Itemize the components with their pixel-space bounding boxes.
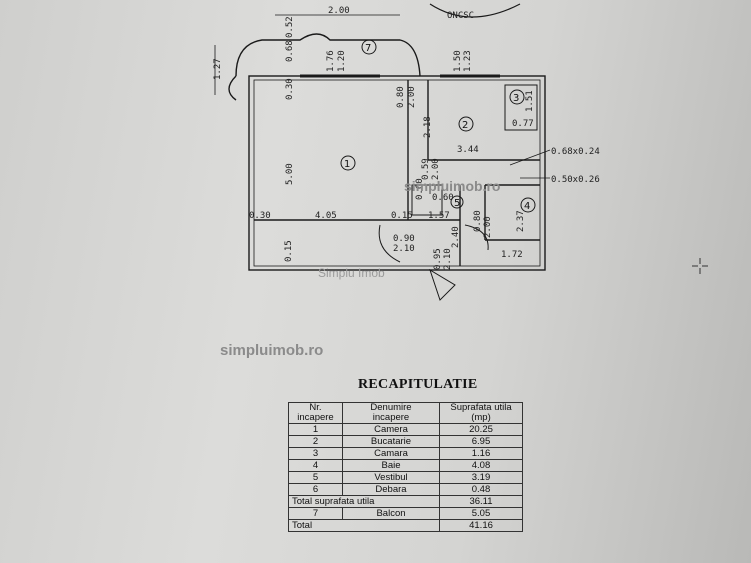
total-useful-row: Total suprafata utila 36.11 xyxy=(288,495,523,508)
table-cell: 4.08 xyxy=(439,459,523,472)
dimension-label: 0.68x0.24 xyxy=(551,147,600,157)
table-cell: Debara xyxy=(342,483,440,496)
table-cell: 5 xyxy=(288,471,343,484)
table-cell: 7 xyxy=(288,507,343,520)
dimension-label: 0.80 xyxy=(396,86,406,108)
crosshair-cursor-icon xyxy=(692,258,708,274)
room-number: 7 xyxy=(365,43,371,54)
dimension-label: 5.00 xyxy=(285,163,295,185)
table-row: 1 Camera 20.25 xyxy=(288,423,523,436)
dimension-label: 1.57 xyxy=(428,211,450,221)
dimension-label: 0.60 xyxy=(432,193,454,203)
table-cell: Vestibul xyxy=(342,471,440,484)
table-cell: 4 xyxy=(288,459,343,472)
table-cell: Camara xyxy=(342,447,440,460)
table-cell: 36.11 xyxy=(439,495,523,508)
dimension-label: 2.00 xyxy=(328,6,350,16)
dimension-label: 0.30 xyxy=(285,78,295,100)
dimension-label: 2.10 xyxy=(393,244,415,254)
stamp-arc xyxy=(429,3,521,18)
dimension-label: 0.15 xyxy=(391,211,413,221)
total-row: Total 41.16 xyxy=(288,519,523,532)
table-row: 5 Vestibul 3.19 xyxy=(288,471,523,484)
balcony-outline xyxy=(235,33,421,77)
dimension-label: 2.37 xyxy=(516,210,526,232)
dimension-label: 1.72 xyxy=(501,250,523,260)
watermark-text: simpluimob.ro xyxy=(404,178,501,194)
room-number: 2 xyxy=(462,120,468,131)
dimension-label: 0.68 xyxy=(285,40,295,62)
table-cell: 1.16 xyxy=(439,447,523,460)
table-cell: 1 xyxy=(288,423,343,436)
recap-title: RECAPITULATIE xyxy=(358,377,478,392)
dimension-label: 0.59 xyxy=(421,158,431,180)
dimension-label: 0.30 xyxy=(249,211,271,221)
dimension-label: 0.15 xyxy=(284,240,294,262)
table-cell: Camera xyxy=(342,423,440,436)
dimension-label: 3.44 xyxy=(457,145,479,155)
room-number: 1 xyxy=(344,159,350,170)
dimension-label: 2.18 xyxy=(423,116,433,138)
room-number: 3 xyxy=(513,93,519,104)
watermark-text: simpluimob.ro xyxy=(220,342,324,359)
header-nr: Nr.incapere xyxy=(288,402,343,424)
header-area: Suprafata utila(mp) xyxy=(439,402,523,424)
dimension-label: 0.77 xyxy=(512,119,534,129)
table-row: 4 Baie 4.08 xyxy=(288,459,523,472)
table-cell: Total xyxy=(288,519,440,532)
table-cell: Total suprafata utila xyxy=(288,495,440,508)
dimension-label: 2.00 xyxy=(483,216,493,238)
dimension-label: 2.00 xyxy=(431,158,441,180)
dimension-label: 2.00 xyxy=(407,86,417,108)
stamp-text: ONCSC xyxy=(447,11,474,21)
dimension-label: 1.76 xyxy=(326,50,336,72)
dimension-label: 1.20 xyxy=(337,50,347,72)
table-row: 6 Debara 0.48 xyxy=(288,483,523,496)
table-cell: 6.95 xyxy=(439,435,523,448)
table-cell: Bucatarie xyxy=(342,435,440,448)
outer-wall xyxy=(248,75,546,271)
table-cell: 6 xyxy=(288,483,343,496)
table-cell: 2 xyxy=(288,435,343,448)
room-number: 5 xyxy=(454,198,460,209)
room-number: 4 xyxy=(524,201,530,212)
table-cell: Balcon xyxy=(342,507,440,520)
table-cell: 3 xyxy=(288,447,343,460)
balcony-row: 7 Balcon 5.05 xyxy=(288,507,523,520)
table-row: 2 Bucatarie 6.95 xyxy=(288,435,523,448)
dimension-label: 1.51 xyxy=(525,90,535,112)
watermark-text: Simplu Imob xyxy=(318,266,385,280)
dimension-label: 0.90 xyxy=(393,234,415,244)
dimension-label: 2.40 xyxy=(451,226,461,248)
dimension-label: 0.80 xyxy=(473,210,483,232)
table-cell: 0.48 xyxy=(439,483,523,496)
dimension-label: 2.10 xyxy=(443,248,453,270)
dimension-label: 0.60 xyxy=(415,178,425,200)
dimension-label: 1.50 xyxy=(453,50,463,72)
dimension-label: 4.05 xyxy=(315,211,337,221)
dimension-label: 0.50x0.26 xyxy=(551,175,600,185)
dimension-label: 0.52 xyxy=(285,16,295,38)
table-cell: 3.19 xyxy=(439,471,523,484)
table-cell: 41.16 xyxy=(439,519,523,532)
floor-plan: 7 1 2 3 4 5 ONCSC 2.00 1.27 0.68 0.52 1.… xyxy=(213,3,600,301)
table-row: 3 Camara 1.16 xyxy=(288,447,523,460)
dimension-label: 1.23 xyxy=(463,50,473,72)
table-cell: Baie xyxy=(342,459,440,472)
table-cell: 20.25 xyxy=(439,423,523,436)
dimension-label: 1.27 xyxy=(213,58,223,80)
dimension-label: 0.95 xyxy=(433,248,443,270)
table-cell: 5.05 xyxy=(439,507,523,520)
